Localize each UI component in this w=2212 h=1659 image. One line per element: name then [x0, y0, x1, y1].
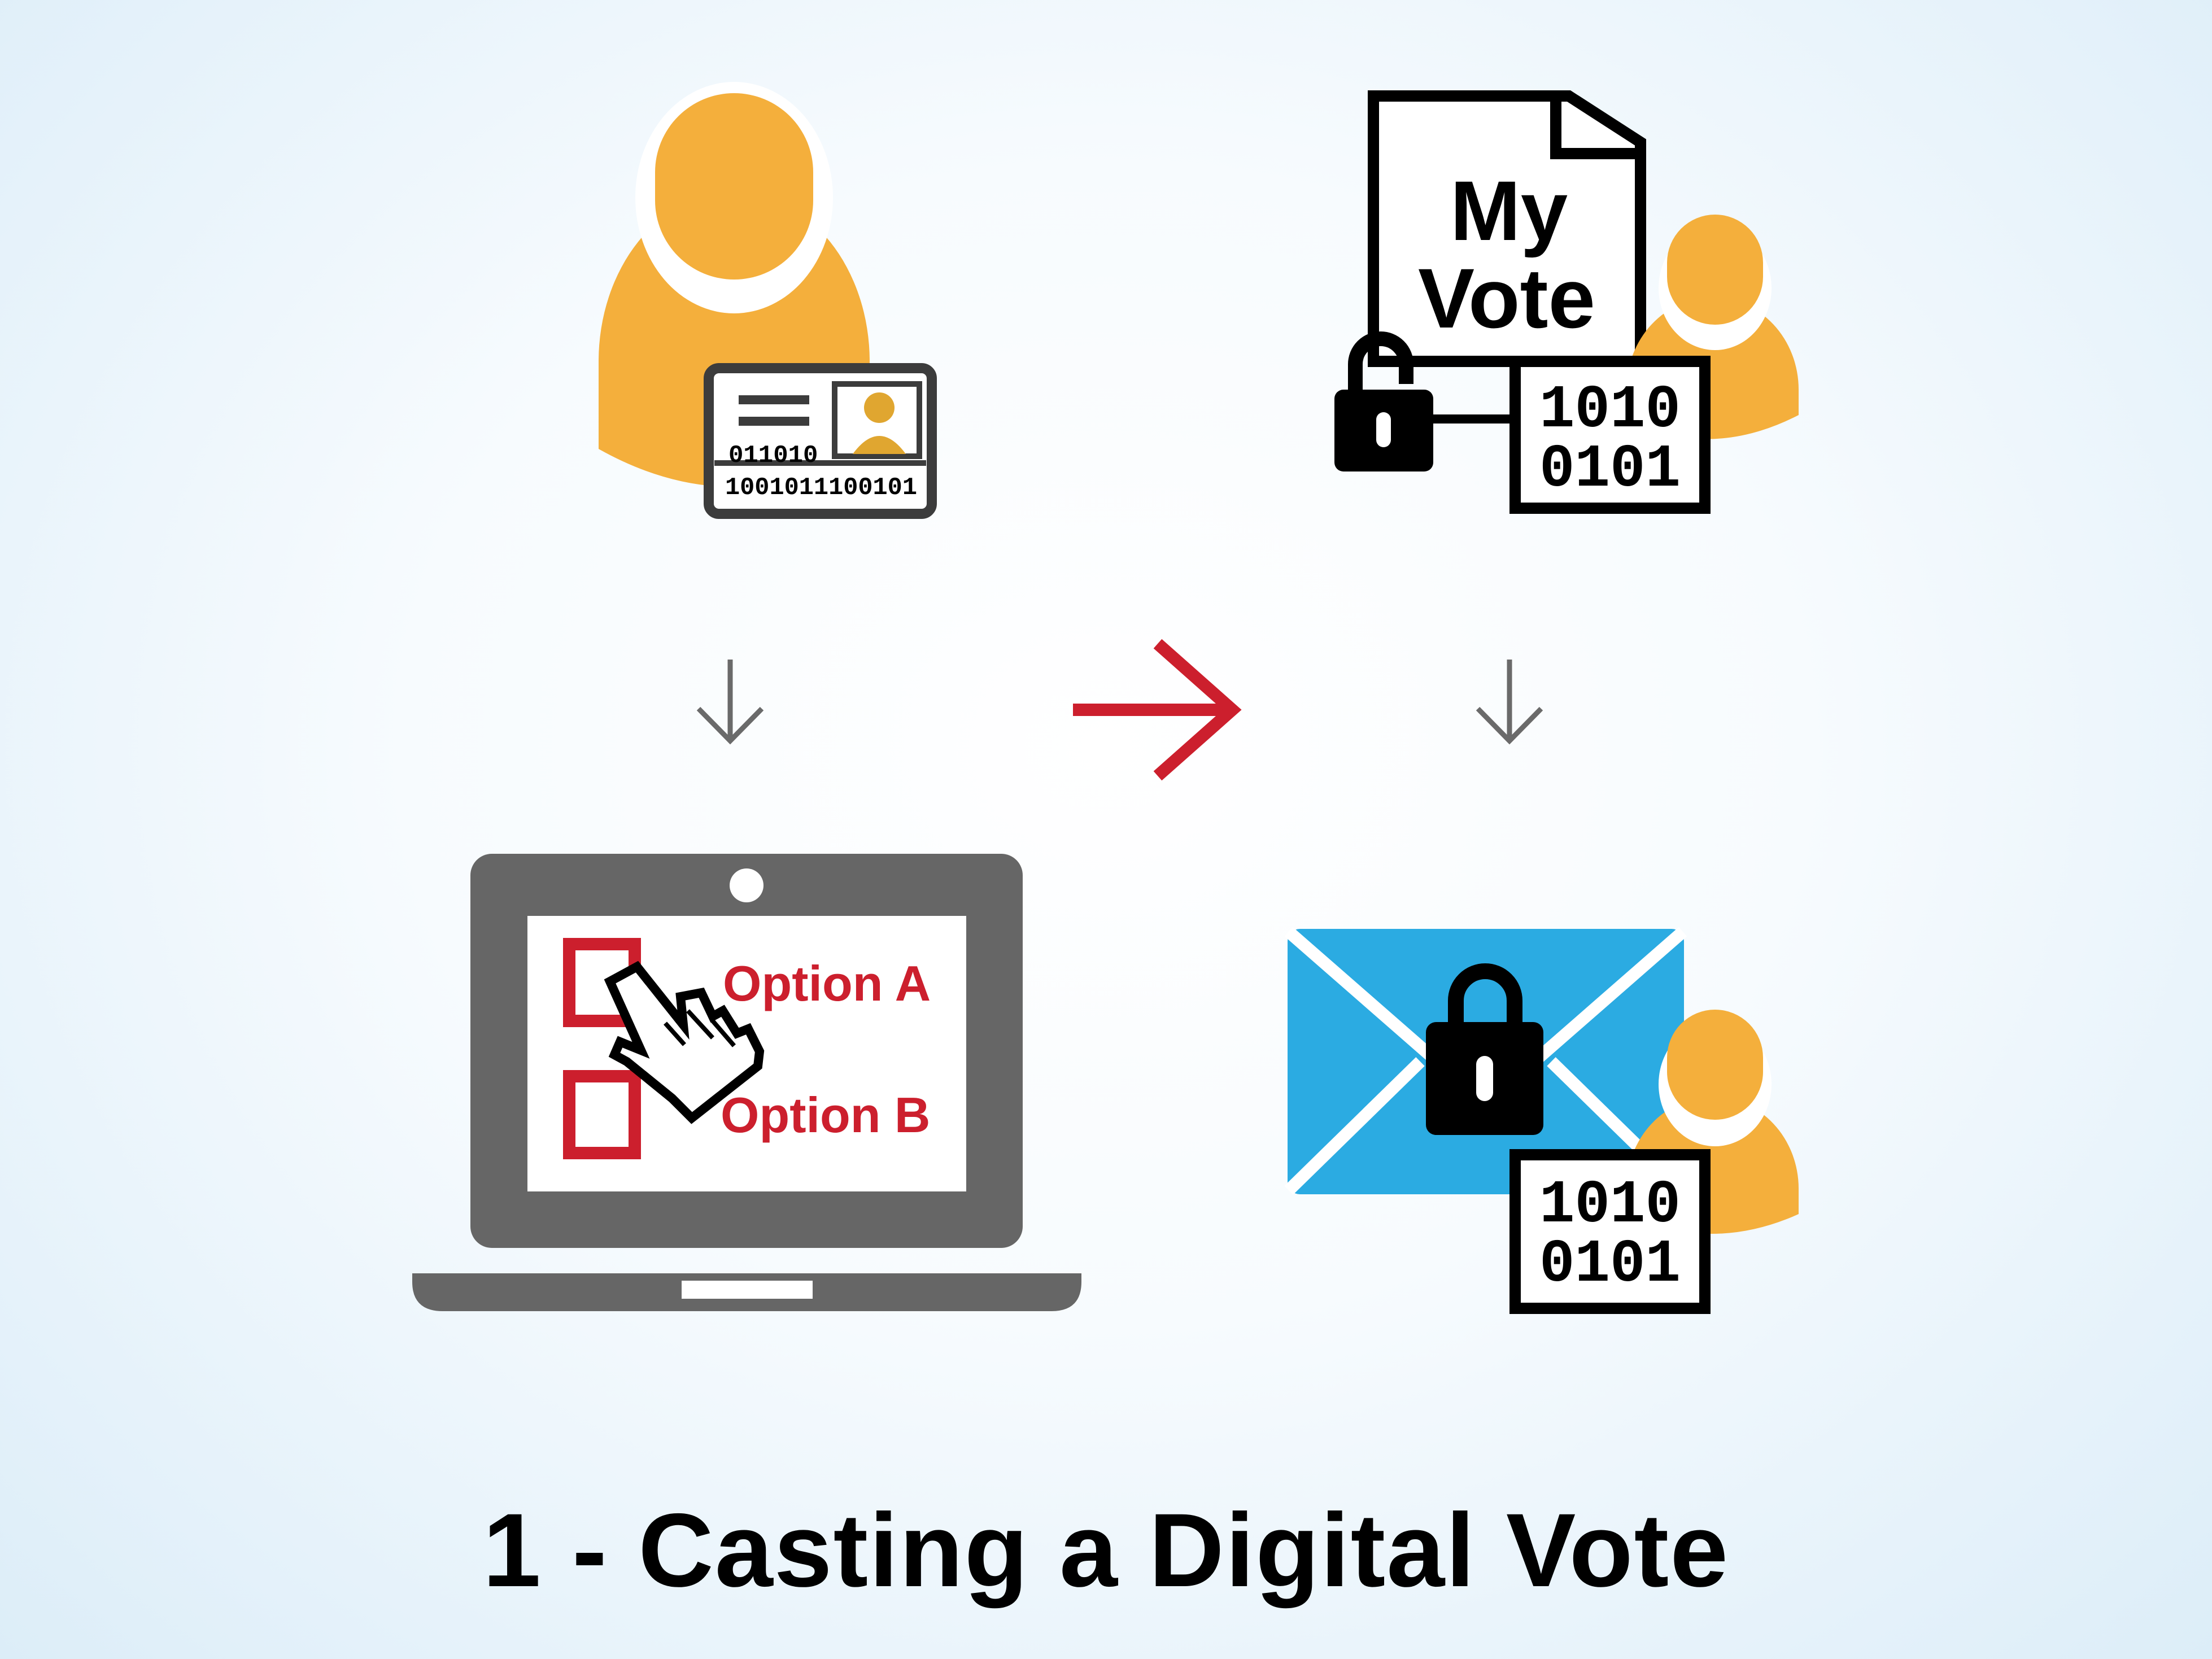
padlock-icon-envelope — [1426, 963, 1543, 1135]
vote-document-icon: My Vote — [1368, 90, 1646, 367]
id-card-binary-line-2: 1001011100101 — [725, 474, 917, 502]
binary-key-envelope-row-1: 1010 — [1539, 1171, 1681, 1240]
diagram-caption: 1 - Casting a Digital Vote — [482, 1492, 1730, 1609]
arrow-down-icon — [696, 660, 764, 745]
arrow-down-icon-right — [1476, 660, 1543, 745]
cursor-hand-icon — [604, 961, 765, 1124]
binary-key-row-2: 0101 — [1539, 435, 1681, 504]
binary-key-icon-envelope: 1010 0101 — [1509, 1149, 1711, 1314]
option-a-label[interactable]: Option A — [723, 955, 931, 1011]
id-card-icon: 011010 1001011100101 — [704, 363, 937, 519]
binary-key-row-1: 1010 — [1539, 376, 1681, 445]
laptop-icon — [412, 854, 1081, 1311]
vote-document-line-2: Vote — [1418, 251, 1595, 346]
id-card-binary-line-1: 011010 — [728, 442, 818, 470]
padlock-icon — [1334, 331, 1433, 471]
recipient-person-icon — [1626, 215, 1799, 439]
binary-key-icon: 1010 0101 — [1509, 356, 1711, 514]
voter-person-icon — [599, 82, 870, 487]
arrow-right-icon — [1073, 639, 1242, 781]
ballot-form: Option A Option B — [563, 938, 931, 1159]
binary-key-envelope-row-2: 0101 — [1539, 1230, 1681, 1299]
option-b-checkbox[interactable] — [563, 1070, 641, 1159]
vote-document-line-1: My — [1450, 163, 1568, 258]
option-b-label[interactable]: Option B — [721, 1087, 930, 1143]
